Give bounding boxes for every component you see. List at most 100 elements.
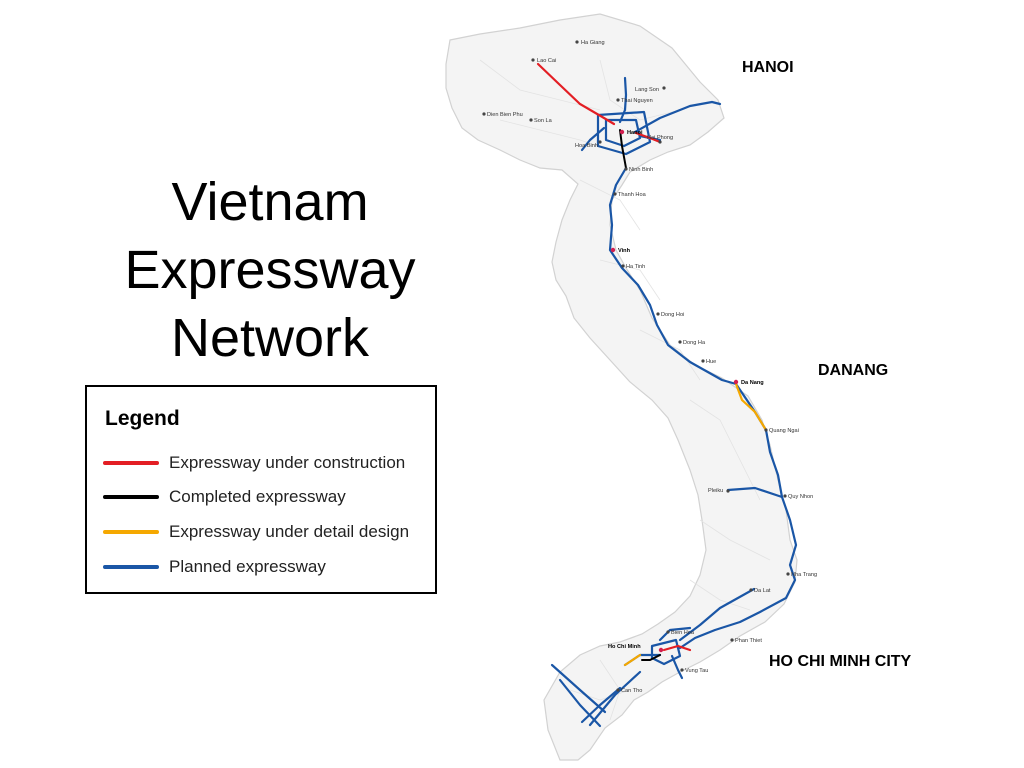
can-tho-segment bbox=[623, 653, 642, 667]
mekong-expressway bbox=[580, 686, 622, 724]
detail-design-expressways bbox=[623, 382, 768, 667]
city-thanh-hoa: Thanh Hoa bbox=[613, 192, 647, 198]
construction-expressways bbox=[536, 62, 692, 652]
slide-title: Vietnam Expressway Network bbox=[70, 168, 470, 372]
city-label: Vinh bbox=[618, 248, 631, 254]
city-hanoi: Hanoi bbox=[619, 129, 643, 136]
city-label: Thai Nguyen bbox=[621, 98, 653, 104]
city-ha-tinh: Ha Tinh bbox=[621, 264, 645, 270]
legend-swatch bbox=[103, 530, 159, 534]
city-dien-bien-phu: Dien Bien Phu bbox=[482, 112, 523, 118]
province-border bbox=[689, 579, 751, 611]
city-da-nang: Da Nang bbox=[733, 379, 764, 386]
city-bien-hoa: Bien Hoa bbox=[666, 630, 695, 636]
vietnam-map: Ha Giang Lao Cai Lang Son Thai Nguyen Di… bbox=[445, 13, 817, 761]
province-border bbox=[579, 179, 641, 231]
city-label: Ha Giang bbox=[581, 40, 605, 46]
province-border bbox=[569, 689, 631, 701]
city-dong-hoi: Dong Hoi bbox=[656, 312, 684, 318]
legend-swatch bbox=[103, 461, 159, 465]
city-label: Ha Tinh bbox=[626, 264, 645, 270]
city-phan-thiet: Phan Thiet bbox=[730, 638, 762, 644]
city-label: Son La bbox=[534, 118, 553, 124]
mekong-expressway bbox=[550, 663, 607, 714]
hoa-binh-expressway bbox=[580, 126, 606, 152]
city-label: Da Nang bbox=[741, 380, 764, 386]
hcmc-trung-luong-expressway bbox=[641, 654, 661, 661]
legend-label: Completed expressway bbox=[169, 487, 346, 506]
vung-tau-expressway bbox=[670, 654, 684, 680]
city-label: Pleiku bbox=[708, 488, 723, 494]
province-border bbox=[699, 519, 771, 561]
city-vinh: Vinh bbox=[610, 247, 631, 254]
lao-cai-hanoi-expressway bbox=[536, 62, 616, 126]
city-label: Dong Ha bbox=[683, 340, 706, 346]
city-label: Phan Thiet bbox=[735, 638, 762, 644]
city-hue: Hue bbox=[701, 359, 716, 365]
city-label: Da Lat bbox=[754, 588, 771, 594]
city-label: Can Tho bbox=[621, 688, 642, 694]
city-ha-giang: Ha Giang bbox=[575, 40, 605, 46]
title-line-1: Vietnam bbox=[171, 172, 369, 232]
legend-label: Planned expressway bbox=[169, 557, 326, 576]
city-lao-cai: Lao Cai bbox=[531, 58, 556, 64]
province-border bbox=[689, 399, 761, 501]
hanoi-ring-road-3 bbox=[604, 118, 642, 148]
city-markers: Ha Giang Lao Cai Lang Son Thai Nguyen Di… bbox=[482, 40, 817, 694]
hanoi-hai-phong-expressway bbox=[634, 131, 662, 144]
pleiku-quy-nhon-expressway bbox=[726, 486, 784, 499]
lang-son-expressway bbox=[618, 76, 628, 124]
city-da-lat: Da Lat bbox=[749, 588, 771, 594]
ha-long-expressway bbox=[633, 100, 722, 134]
city-label: Quy Nhon bbox=[788, 494, 813, 500]
legend-swatch bbox=[103, 495, 159, 499]
legend-label: Expressway under detail design bbox=[169, 522, 410, 541]
legend-label: Expressway under construction bbox=[169, 453, 406, 472]
phap-van-ninh-binh-expressway bbox=[619, 129, 627, 169]
city-label: Dien Bien Phu bbox=[487, 112, 523, 118]
vietnam-outline bbox=[445, 13, 798, 761]
city-quy-nhon: Quy Nhon bbox=[783, 494, 813, 500]
city-label: Dong Hoi bbox=[661, 312, 684, 318]
city-son-la: Son La bbox=[529, 118, 553, 124]
city-label: Lang Son bbox=[635, 87, 659, 93]
city-label: Hanoi bbox=[627, 130, 643, 136]
city-label: Lao Cai bbox=[537, 58, 556, 64]
legend-item-planned: Planned expressway bbox=[103, 556, 326, 578]
province-border bbox=[499, 119, 611, 151]
city-ninh-binh: Ninh Binh bbox=[624, 167, 653, 173]
mekong-expressway bbox=[558, 678, 602, 728]
city-hai-phong: Hai Phong bbox=[647, 135, 673, 144]
completed-expressways bbox=[619, 129, 661, 661]
legend-box: Legend Expressway under construction Com… bbox=[85, 385, 437, 594]
city-quang-ngai: Quang Ngai bbox=[764, 428, 799, 434]
province-border bbox=[639, 329, 701, 381]
legend-title: Legend bbox=[105, 407, 180, 430]
city-label: Nha Trang bbox=[791, 572, 817, 578]
dalat-expressway bbox=[678, 587, 756, 642]
city-pleiku: Pleiku bbox=[708, 488, 730, 494]
legend-item-under-construction: Expressway under construction bbox=[103, 452, 405, 474]
city-label: Hai Phong bbox=[647, 135, 673, 141]
callout-ho-chi-minh-city: HO CHI MINH CITY bbox=[769, 653, 912, 670]
mekong-expressway bbox=[588, 670, 642, 727]
city-lang-son: Lang Son bbox=[635, 86, 666, 93]
callout-hanoi: HANOI bbox=[742, 59, 794, 76]
city-label: Thanh Hoa bbox=[618, 192, 647, 198]
title-line-3: Network bbox=[170, 308, 370, 368]
callout-danang: DANANG bbox=[818, 362, 889, 379]
city-nha-trang: Nha Trang bbox=[786, 572, 817, 578]
title-line-2: Expressway bbox=[124, 240, 416, 300]
city-dong-ha: Dong Ha bbox=[678, 340, 706, 346]
city-hoa-binh: Hoa Binh bbox=[575, 140, 602, 149]
legend-item-detail-design: Expressway under detail design bbox=[103, 521, 409, 543]
hcmc-long-thanh-expressway bbox=[662, 644, 692, 652]
legend-swatch bbox=[103, 565, 159, 569]
city-label: Bien Hoa bbox=[671, 630, 695, 636]
bien-hoa-expressway bbox=[658, 626, 692, 642]
city-label: Vung Tau bbox=[685, 668, 708, 674]
city-label: Quang Ngai bbox=[769, 428, 799, 434]
city-label: Ninh Binh bbox=[629, 167, 653, 173]
province-border bbox=[599, 259, 661, 301]
city-ho-chi-minh: Ho Chi Minh bbox=[608, 644, 664, 653]
